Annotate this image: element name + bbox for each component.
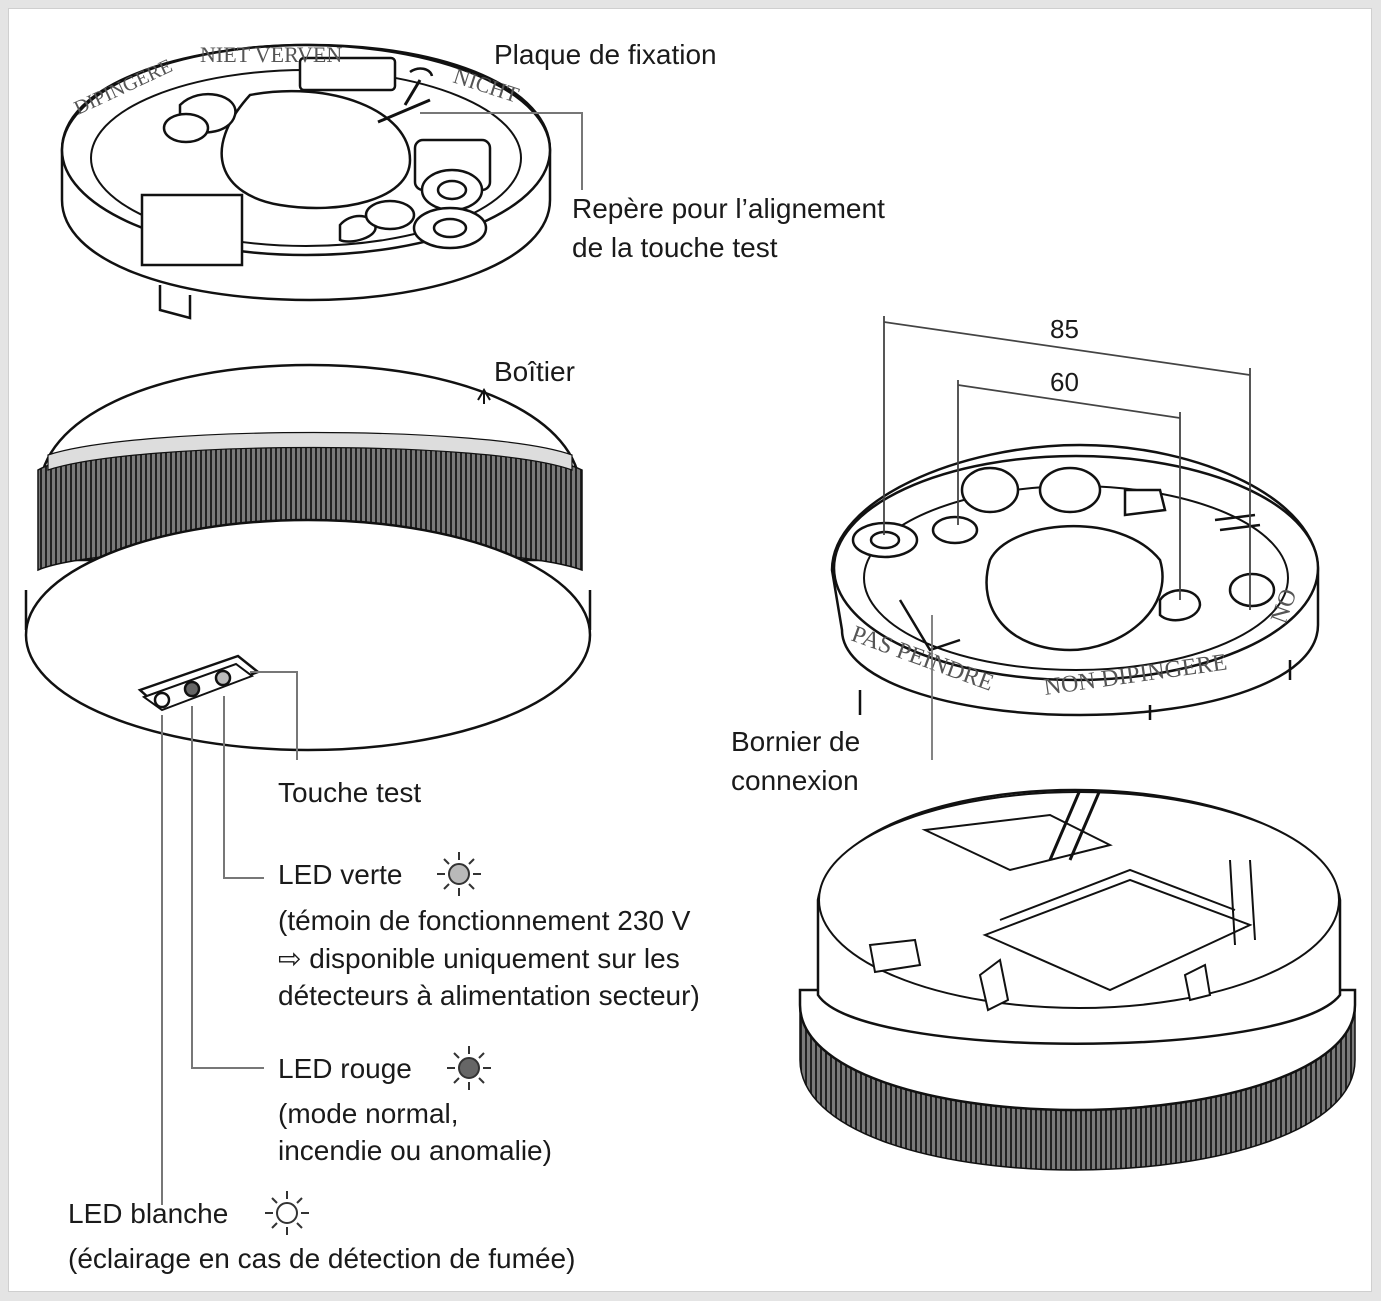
mounting-plate-drawing [60, 43, 552, 320]
alignment-leader-line [420, 112, 583, 190]
led-red-desc-line2: incendie ou anomalie) [278, 1135, 552, 1166]
arrow-right-icon: ⇨ [278, 943, 302, 974]
led-leader-lines [161, 671, 298, 1205]
white-led-dot [153, 691, 171, 709]
led-burst-icon [265, 1191, 309, 1235]
led-green-label: LED verte [278, 859, 403, 890]
dimension-inner-label: 60 [1050, 367, 1079, 397]
led-burst-icon [447, 1046, 491, 1090]
green-led-dot [214, 669, 232, 687]
dimension-outer-label: 85 [1050, 314, 1079, 344]
led-green-desc-line1: (témoin de fonctionnement 230 V [278, 905, 691, 936]
test-button-leader [250, 671, 298, 760]
led-panel [137, 654, 261, 712]
led-green-desc-line2: ⇨ disponible uniquement sur les [278, 940, 680, 978]
alignment-label-line2: de la touche test [572, 232, 778, 263]
housing-back-drawing [798, 788, 1357, 1171]
housing-drawing [24, 363, 592, 752]
led-green-desc-line2-text: disponible uniquement sur les [309, 943, 680, 974]
housing-label: Boîtier [494, 356, 575, 387]
alignment-label-line1: Repère pour l’alignement [572, 193, 885, 224]
led-red-label: LED rouge [278, 1053, 412, 1084]
led-white-label: LED blanche [68, 1198, 229, 1229]
led-white-desc: (éclairage en cas de détection de fumée) [68, 1243, 576, 1274]
test-button-label: Touche test [278, 777, 422, 808]
plate-text-niet-verven: NIET VERVEN [200, 42, 342, 67]
dimension-lines [883, 316, 1251, 760]
base-plate-drawing [830, 443, 1320, 720]
red-led-leader [191, 706, 264, 1069]
green-led-leader [223, 696, 264, 879]
led-icons [265, 852, 491, 1235]
led-burst-icon [437, 852, 481, 896]
red-led-dot [183, 680, 201, 698]
led-red-desc-line1: (mode normal, [278, 1098, 459, 1129]
led-green-desc-line3: détecteurs à alimentation secteur) [278, 980, 700, 1011]
terminal-label-line1: Bornier de [731, 726, 861, 757]
terminal-label-line2: connexion [731, 765, 859, 796]
mounting-plate-label: Plaque de fixation [494, 39, 717, 70]
